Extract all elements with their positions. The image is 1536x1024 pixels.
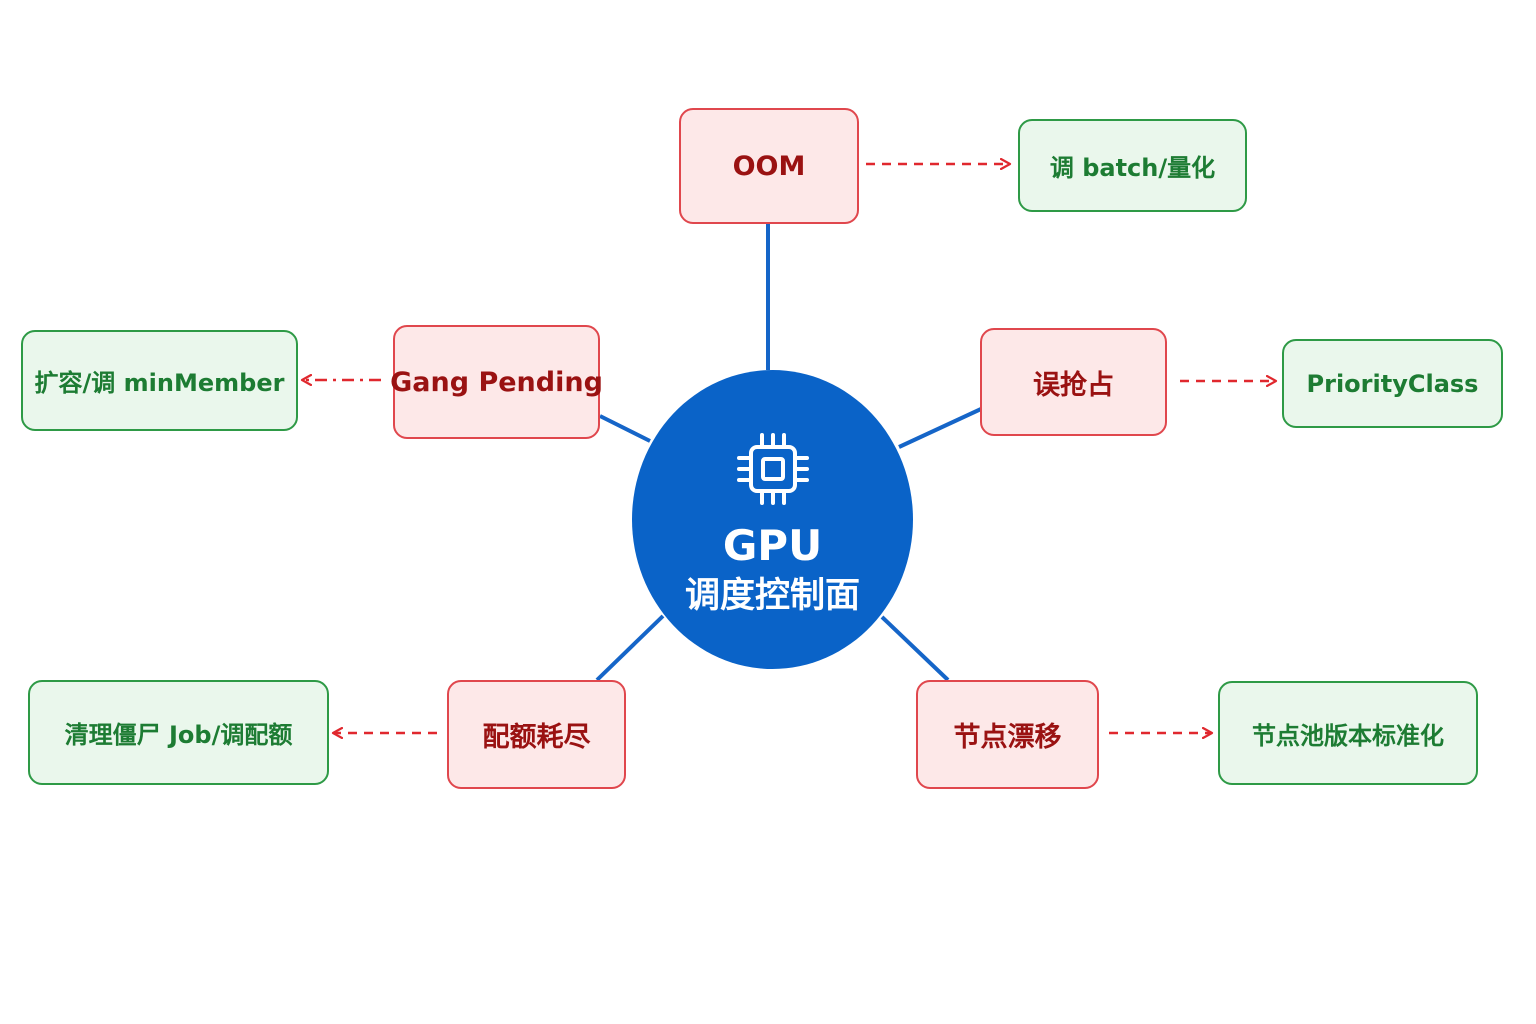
solution-node-quota: 清理僵尸 Job/调配额 — [28, 680, 329, 785]
spoke-line-preemption — [898, 407, 982, 449]
problem-node-node-drift: 节点漂移 — [916, 680, 1099, 789]
center-title: GPU — [722, 520, 823, 570]
solution-node-node-drift: 节点池版本标准化 — [1218, 681, 1478, 785]
spoke-line-gang-pending — [599, 414, 651, 443]
solution-label: 清理僵尸 Job/调配额 — [64, 721, 293, 749]
problem-label: OOM — [732, 150, 806, 182]
solution-node-preemption: PriorityClass — [1282, 339, 1503, 428]
solution-node-gang-pending: 扩容/调 minMember — [21, 330, 298, 431]
problem-label: 误抢占 — [1033, 369, 1114, 401]
center-subtitle: 调度控制面 — [684, 575, 860, 616]
problem-label: 配额耗尽 — [482, 722, 591, 753]
problem-node-quota: 配额耗尽 — [447, 680, 626, 789]
gpu-chip-icon — [733, 421, 813, 513]
spoke-line-quota — [595, 614, 665, 682]
solution-label: 节点池版本标准化 — [1252, 721, 1444, 750]
problem-node-preemption: 误抢占 — [980, 328, 1167, 436]
problem-label: Gang Pending — [390, 366, 603, 398]
problem-label: 节点漂移 — [953, 722, 1062, 753]
spoke-line-node-drift — [880, 615, 950, 682]
center-node: GPU 调度控制面 — [632, 370, 913, 669]
solution-label: 调 batch/量化 — [1049, 154, 1216, 182]
solution-label: PriorityClass — [1306, 369, 1479, 398]
problem-node-oom: OOM — [679, 108, 859, 224]
solution-node-oom: 调 batch/量化 — [1018, 119, 1247, 212]
solution-label: 扩容/调 minMember — [34, 369, 285, 397]
problem-node-gang-pending: Gang Pending — [390, 325, 603, 439]
